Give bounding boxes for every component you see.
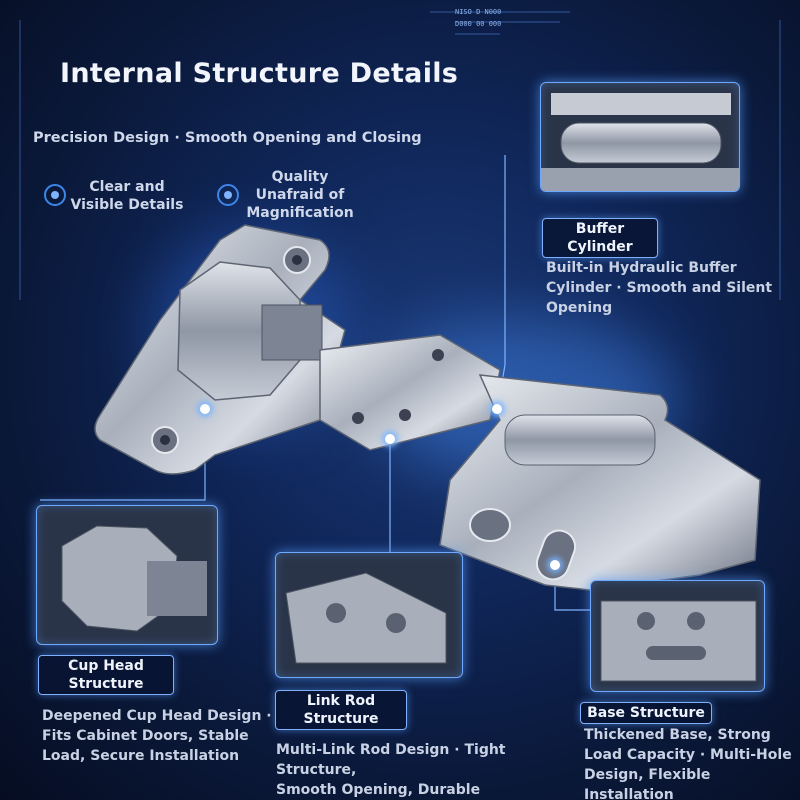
cup-head-closeup xyxy=(36,505,218,645)
hotspot-base xyxy=(550,560,560,570)
page-title: Internal Structure Details xyxy=(60,58,459,89)
base-structure-label: Base Structure xyxy=(580,702,712,724)
hotspot-link xyxy=(385,434,395,444)
cup-head-description: Deepened Cup Head Design · Fits Cabinet … xyxy=(42,708,272,764)
buffer-cylinder-label: Buffer Cylinder xyxy=(542,218,658,258)
link-rod-description: Multi-Link Rod Design · Tight Structure,… xyxy=(276,742,506,798)
feature-clear-details: Clear and Visible Details xyxy=(70,179,184,213)
corner-code: D000 00 000 xyxy=(455,20,502,28)
buffer-cylinder-description: Built-in Hydraulic Buffer Cylinder · Smo… xyxy=(546,260,773,316)
hotspot-cup xyxy=(200,404,210,414)
hotspot-buffer xyxy=(492,404,502,414)
cup-head-label: Cup Head Structure xyxy=(38,655,174,695)
corner-code: NISO D N000 xyxy=(455,8,502,16)
target-ring-icon xyxy=(217,184,239,206)
feature-quality: Quality Unafraid of Magnification xyxy=(246,169,354,221)
link-rod-closeup xyxy=(275,552,463,678)
base-structure-closeup xyxy=(590,580,765,692)
link-rod-label: Link Rod Structure xyxy=(275,690,407,730)
buffer-cylinder-closeup xyxy=(540,82,740,192)
base-structure-description: Thickened Base, Strong Load Capacity · M… xyxy=(584,727,792,800)
target-ring-icon xyxy=(44,184,66,206)
page-subtitle: Precision Design · Smooth Opening and Cl… xyxy=(33,130,422,146)
